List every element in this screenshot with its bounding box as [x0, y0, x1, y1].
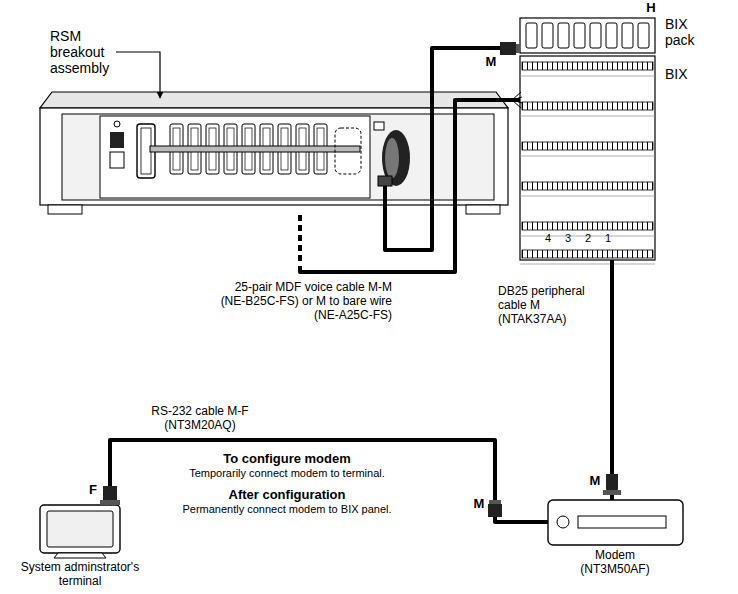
cable-label: DB25 peripheral cable M (NTAK37AA)	[498, 285, 600, 326]
port-number: 3	[562, 232, 574, 245]
bix-panel	[520, 56, 655, 264]
device-label: BIX	[665, 66, 709, 82]
connector-gender: M	[472, 497, 486, 512]
device-label: RSM breakout assembly	[50, 28, 125, 76]
device-node: BIX	[520, 56, 655, 260]
cable	[385, 48, 520, 250]
port-number: 4	[542, 232, 554, 245]
cable-plugs	[100, 42, 621, 517]
port-number: 1	[602, 232, 614, 245]
device-node: System adminstrator's terminal	[40, 505, 120, 558]
rsm-chassis	[40, 52, 508, 216]
cable	[300, 100, 520, 272]
instruction-note: After configuration	[167, 488, 407, 503]
cable-label: RS-232 cable M-F (NT3M20AQ)	[130, 405, 270, 433]
device-label: Modem (NT3M50AF)	[570, 549, 660, 577]
port-number: 2	[582, 232, 594, 245]
device-node: BIX pack	[520, 18, 655, 53]
connector-gender: M	[484, 55, 498, 70]
connector-gender: F	[86, 483, 100, 498]
bix-pack	[520, 18, 655, 53]
connector-gender: M	[588, 474, 602, 489]
device-label: System adminstrator's terminal	[5, 561, 155, 589]
cable-label: 25-pair MDF voice cable M-M (NE-B25C-FS)…	[212, 281, 392, 322]
device-node: RSM breakout assembly	[40, 92, 508, 215]
device-label: BIX pack	[665, 16, 709, 48]
device-node: Modem (NT3M50AF)	[548, 500, 683, 545]
terminal-icon	[40, 505, 120, 558]
cable	[610, 260, 614, 500]
instruction-note: To configure modem	[167, 452, 407, 467]
cable	[110, 440, 548, 522]
instruction-note: Permanently connect modem to BIX panel.	[167, 503, 407, 516]
instruction-note: Temporarily connect modem to terminal.	[167, 467, 407, 480]
modem-icon	[548, 500, 683, 545]
connector-gender: H	[644, 1, 658, 16]
